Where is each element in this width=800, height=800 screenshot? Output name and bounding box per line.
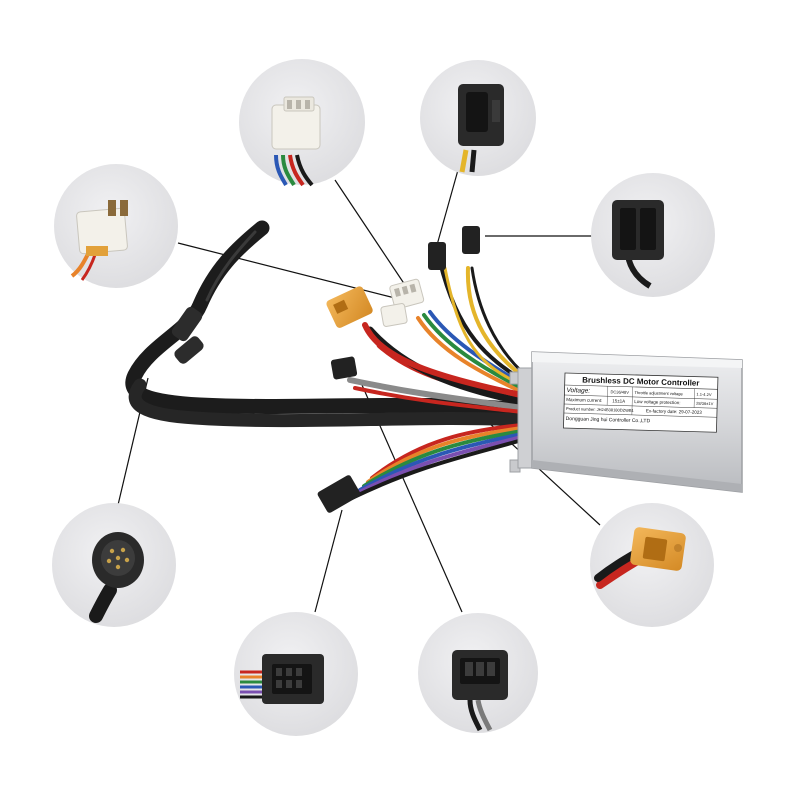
leader-line-black-top: [436, 169, 459, 246]
callout-round-connector: [52, 503, 176, 627]
black-2pin-connector-icon-right: [612, 200, 664, 289]
white-3pin-connector: [389, 278, 425, 310]
black-2pin-connector-a: [428, 242, 446, 270]
label-throttle-value: 1.1-4.2V: [696, 392, 712, 397]
product-connectors: [317, 226, 480, 513]
black-2pin-connector-icon: [458, 84, 504, 173]
black-3pin-connector: [330, 356, 358, 380]
label-current-value: 15±1A: [612, 398, 625, 403]
label-voltage-value: DC36/48V: [610, 389, 629, 395]
black-6pin-connector: [317, 475, 361, 513]
main-cable: [125, 220, 528, 428]
callout-black-2pin-top: [420, 60, 536, 176]
callout-black-6pin: [234, 612, 358, 736]
label-voltage: Voltage:: [566, 387, 590, 395]
white-3pin-connector-icon: [271, 96, 321, 187]
controller-label: Brushless DC Motor Controller Voltage: D…: [563, 372, 719, 433]
wire-bundles: [347, 260, 526, 500]
callout-white-2pin: [54, 164, 178, 288]
label-low-voltage-value: 28/36±1V: [696, 401, 714, 406]
black-3pin-connector-icon: [452, 650, 508, 732]
white-2pin-connector: [380, 303, 408, 327]
label-title: Brushless DC Motor Controller: [582, 375, 700, 387]
round-connector-icon: [89, 532, 144, 623]
callout-black-3pin: [418, 613, 538, 733]
label-low-voltage: Low voltage protection:: [634, 399, 680, 405]
yellow-power-connector-icon: [594, 527, 686, 589]
label-current: Maximum current:: [566, 397, 602, 403]
label-manufacturer: Dongguan Jing hui Controller Co.,LTD: [566, 416, 651, 424]
xt60-connector: [326, 286, 373, 328]
white-2pin-connector-icon: [70, 200, 128, 281]
leader-line-white-3pin: [334, 179, 406, 286]
callout-black-2pin-right: [591, 173, 715, 297]
callout-white-3pin-connector: [239, 59, 365, 187]
leader-line-6pin: [314, 509, 343, 613]
black-2pin-connector-b: [462, 226, 480, 254]
label-factory-date: Ex-factory date: 29-07-2023: [646, 408, 702, 415]
label-product-number: Product number: JH24B38180DZWB1: [566, 406, 635, 413]
black-6pin-connector-icon: [240, 654, 324, 704]
callout-xt60-connector: [590, 503, 714, 627]
label-throttle: Throttle adjustment voltage: [634, 390, 683, 396]
